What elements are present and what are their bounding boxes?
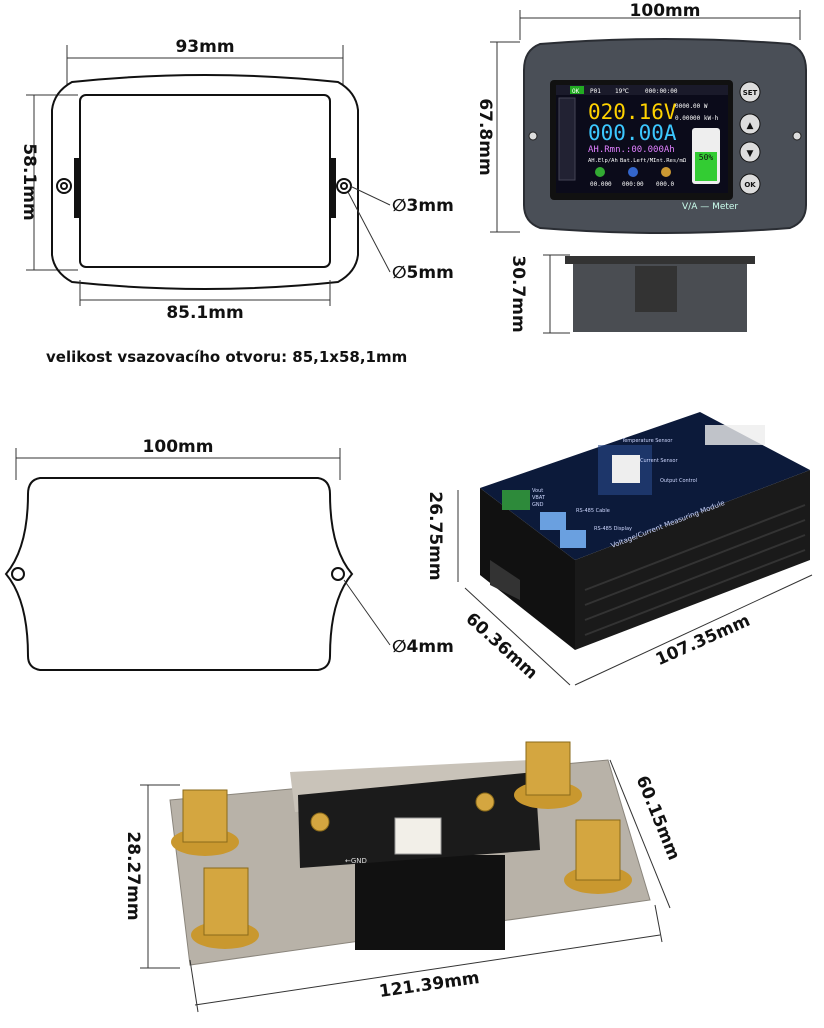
section-temp: Temperature Sensor — [621, 438, 673, 444]
hole-small-label: ∅3mm — [392, 196, 454, 216]
hole-right — [336, 178, 352, 194]
ok-button-label: OK — [744, 181, 756, 189]
set-button[interactable] — [739, 81, 761, 103]
meter-brand: V/A — Meter — [682, 202, 738, 212]
module-width-label: 100mm — [143, 437, 214, 457]
up-button[interactable] — [739, 113, 761, 135]
section-output: Output Control — [660, 478, 697, 484]
port-rs485-display: RS-485 Display — [594, 526, 632, 532]
bolt-2 — [203, 867, 249, 936]
screen-energy: 0.00000 kW·h — [675, 115, 719, 122]
module-length-label: 107.35mm — [653, 611, 753, 670]
screen-battery: 50% — [699, 153, 714, 162]
side-flange — [565, 256, 755, 264]
shunt-height-label: 28.27mm — [123, 831, 143, 920]
meter-height-label: 67.8mm — [475, 98, 495, 175]
shunt-length-label: 121.39mm — [378, 968, 481, 1002]
hole-left — [56, 178, 72, 194]
set-button-label: SET — [743, 89, 758, 97]
down-button[interactable] — [739, 141, 761, 163]
bolt-4 — [575, 819, 621, 881]
screen-profile: P01 — [590, 88, 601, 95]
screen-power: 0000.00 W — [675, 103, 708, 110]
shunt-bolts — [171, 741, 632, 949]
bottom-label-2: Bat.Left/M — [620, 158, 654, 164]
shunt-connector — [394, 817, 442, 855]
meter-front: 100mm 67.8mm OK P01 19℃ 000:00:00 020.16… — [475, 1, 807, 334]
right-connector — [705, 425, 765, 445]
screen-voltage: 020.16V — [588, 100, 677, 124]
module-front — [480, 488, 575, 650]
cutout-drawing: 93mm 58.1mm 85.1mm ∅3mm ∅5mm — [19, 37, 454, 323]
module-depth-label: 60.36mm — [462, 609, 542, 684]
module-drawing: 100mm ∅4mm — [4, 437, 454, 671]
bottom-value-2: 000:00 — [622, 181, 644, 188]
module-hole-right — [331, 567, 345, 581]
screen-ok: OK — [572, 88, 580, 95]
meter-depth-label: 30.7mm — [508, 255, 528, 332]
module-side — [575, 470, 810, 650]
screen-ah: AH.Rmn.:00.000Ah — [588, 145, 675, 155]
inner-width-label: 85.1mm — [166, 303, 243, 323]
bolt-3 — [525, 741, 571, 796]
module-hole-left — [11, 567, 25, 581]
screen-temp: 19℃ — [615, 88, 629, 95]
bottom-value-1: 00.000 — [590, 181, 612, 188]
rj-port-1 — [540, 512, 566, 530]
shunt-resistor-block — [355, 855, 505, 950]
hole-large-label: ∅5mm — [392, 263, 454, 283]
pin-vout: Vout — [532, 488, 543, 494]
up-button-label: ▲ — [747, 121, 754, 131]
pin-gnd: GND — [532, 502, 544, 508]
cutout-rect — [79, 94, 331, 268]
ok-button[interactable] — [739, 173, 761, 195]
pin-vbat: VBAT — [532, 495, 546, 501]
bolt-1 — [182, 789, 228, 843]
section-current: Current Sensor — [640, 458, 678, 464]
meter-buttons: SET ▲ ▼ OK — [739, 81, 761, 195]
shunt-photo: ←GND 28.27mm 60.15mm 121.39mm — [123, 741, 684, 1013]
rj-port-2 — [560, 530, 586, 548]
down-button-label: ▼ — [747, 149, 754, 159]
screen-time: 000:00:00 — [645, 88, 678, 95]
module-hole-label: ∅4mm — [392, 637, 454, 657]
screen-bottom-row: AH.Elp/Ah Bat.Left/M Int.Res/mΩ 00.000 0… — [588, 158, 687, 188]
left-connector — [502, 490, 530, 510]
screen-current: 000.00A — [588, 121, 677, 145]
bottom-label-3: Int.Res/mΩ — [653, 158, 687, 164]
shunt-depth-label: 60.15mm — [632, 773, 684, 863]
bottom-label-1: AH.Elp/Ah — [588, 158, 618, 164]
width-label: 93mm — [175, 37, 234, 57]
bottom-value-3: 000.0 — [656, 181, 674, 188]
module-outline — [4, 477, 354, 671]
meter-width-label: 100mm — [630, 1, 701, 21]
bezel-outline — [51, 74, 359, 290]
height-label: 58.1mm — [19, 143, 39, 220]
shunt-gnd-label: ←GND — [345, 857, 367, 865]
module-height-label: 26.75mm — [425, 491, 445, 580]
cutout-note: velikost vsazovacího otvoru: 85,1x58,1mm — [46, 348, 408, 366]
module-photo: Vout VBAT GND Temperature Sensor Current… — [425, 412, 813, 686]
port-rs485-cable: RS-485 Cable — [576, 508, 610, 514]
qr-code — [612, 455, 640, 483]
